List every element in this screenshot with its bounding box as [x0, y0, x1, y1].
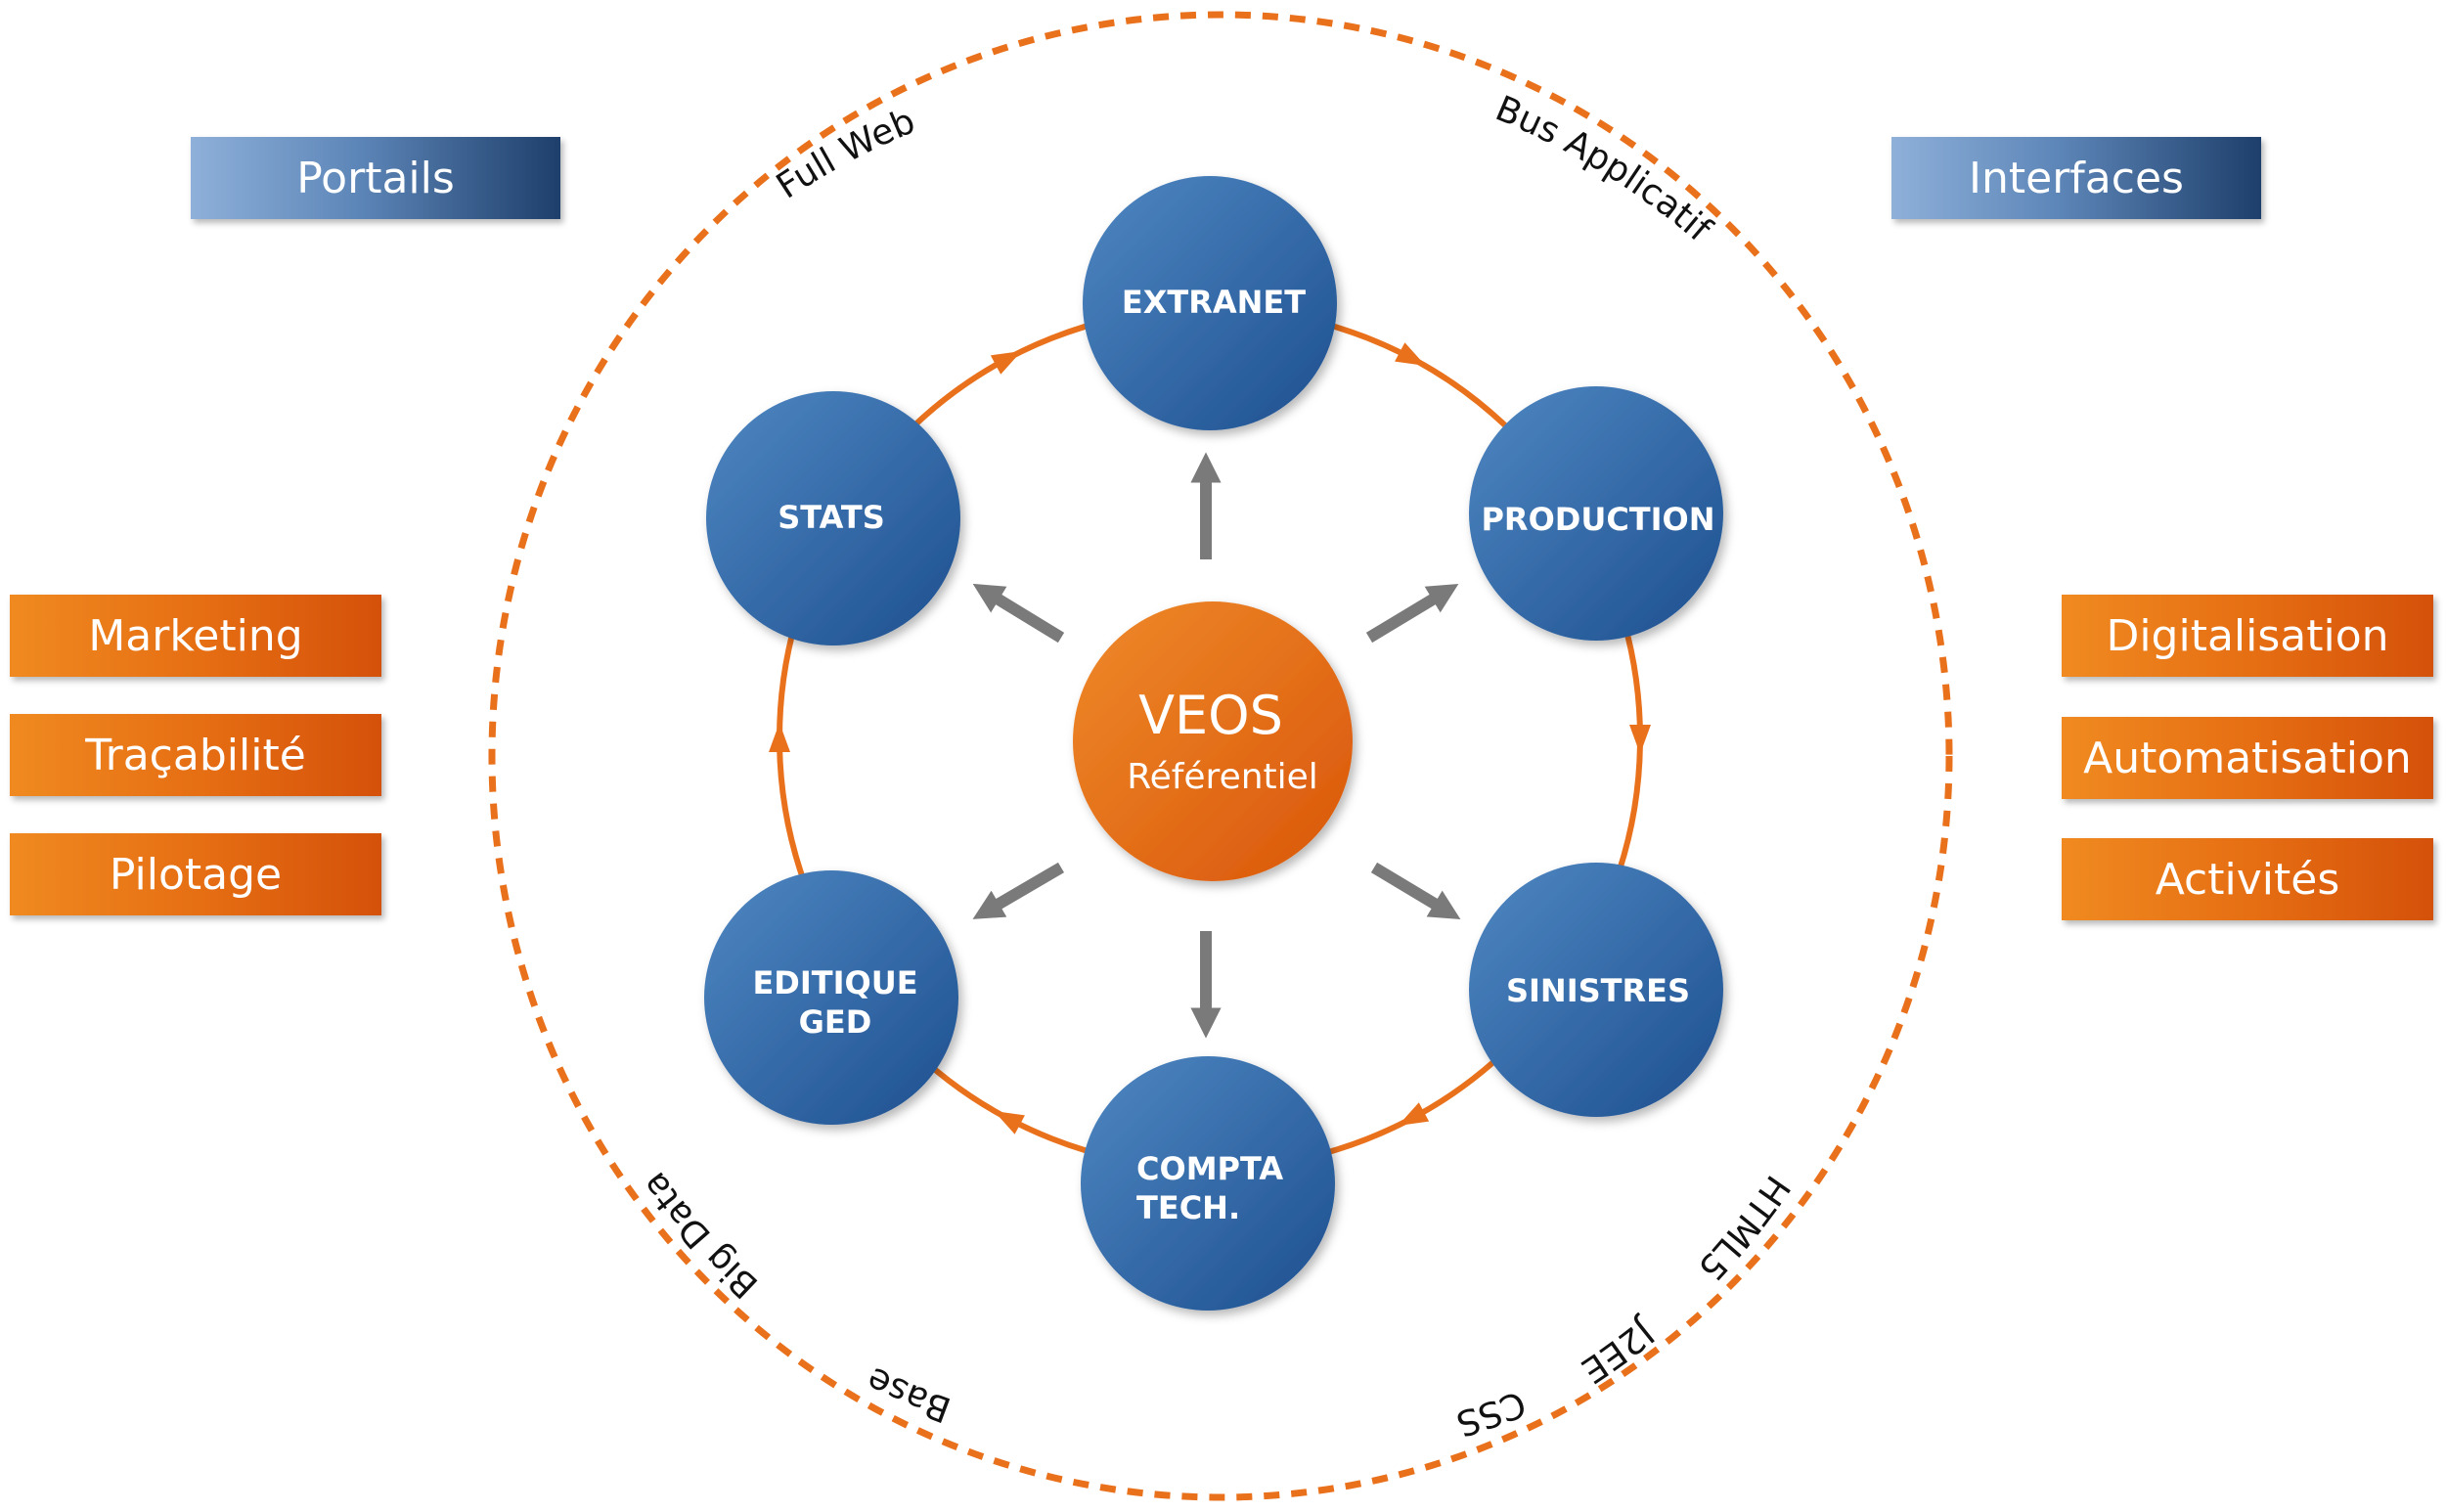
node-compta: COMPTA TECH. [1081, 1056, 1335, 1311]
tag-marketing: Marketing [10, 595, 381, 677]
ring-label-css: CSS [1451, 1382, 1531, 1443]
node-editique-label-line1: EDITIQUE [752, 964, 917, 1001]
tag-interfaces: Interfaces [1891, 137, 2261, 219]
node-compta-label-line1: COMPTA [1136, 1150, 1283, 1187]
tag-portails: Portails [191, 137, 560, 219]
ring-label-base: Base [861, 1358, 956, 1429]
node-stats: STATS [706, 391, 960, 645]
node-editique: EDITIQUE GED [704, 870, 958, 1125]
ring-arrowhead [769, 723, 790, 752]
arrow-to-stats [972, 583, 1065, 644]
arrow-to-production [1365, 583, 1459, 644]
ring-arrowheads [769, 342, 1651, 1134]
node-sinistres-label: SINISTRES [1506, 972, 1690, 1009]
tag-automatisation: Automatisation [2062, 717, 2433, 799]
center-node: VEOS Référentiel [1073, 601, 1353, 881]
tag-tracabilite: Traçabilité [10, 714, 381, 796]
tag-pilotage: Pilotage [10, 833, 381, 915]
node-editique-label-line2: GED [799, 1003, 872, 1041]
tag-activites: Activités [2062, 838, 2433, 920]
node-stats-label: STATS [778, 499, 885, 536]
ring-arrowhead [990, 350, 1022, 375]
ring-arrowhead [1395, 342, 1426, 367]
arrow-to-editique [972, 862, 1065, 919]
arrow-to-sinistres [1370, 862, 1461, 920]
ring-label-html5: HTML5 [1690, 1168, 1798, 1288]
outer-dashed-circle [488, 11, 1953, 1501]
node-extranet-label: EXTRANET [1122, 284, 1306, 321]
node-compta-label-line2: TECH. [1136, 1189, 1240, 1226]
center-title: VEOS [1138, 685, 1283, 746]
ring-arrowhead [1629, 725, 1651, 754]
ring-label-bus-applicatif: Bus Applicatif [1490, 89, 1719, 251]
node-production-label: PRODUCTION [1481, 501, 1714, 538]
tag-digitalisation: Digitalisation [2062, 595, 2433, 677]
ring-arrowhead [1398, 1102, 1430, 1127]
ring-label-j2ee: J2EE [1574, 1311, 1662, 1390]
node-extranet: EXTRANET [1083, 176, 1337, 430]
node-sinistres: SINISTRES [1469, 863, 1723, 1117]
ring-arrowhead [994, 1110, 1025, 1134]
ring-label-big-data: Big Data [634, 1165, 766, 1306]
node-production: PRODUCTION [1469, 386, 1723, 641]
center-subtitle: Référentiel [1127, 757, 1318, 797]
radial-arrows [972, 452, 1461, 1039]
